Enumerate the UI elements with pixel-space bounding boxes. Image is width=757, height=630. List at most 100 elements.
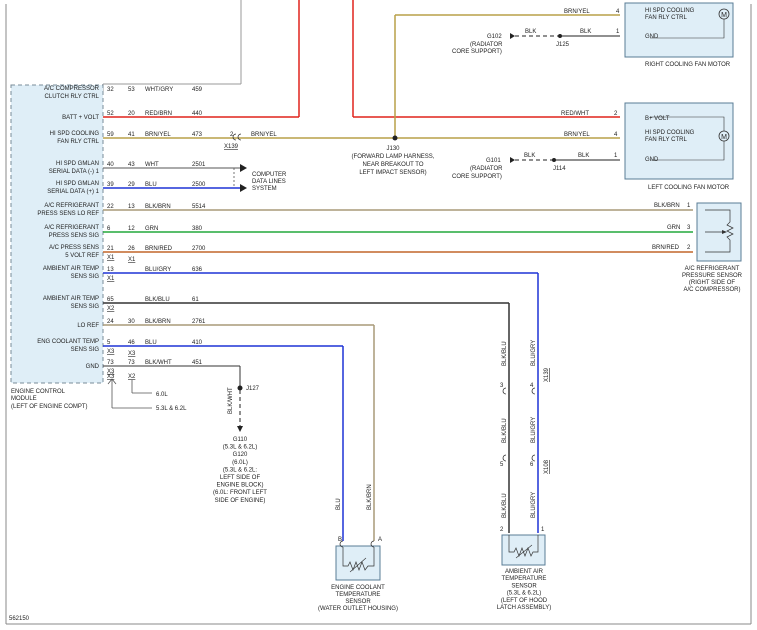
ecm-pin-a: 32	[107, 87, 114, 93]
data-lines-3: SYSTEM	[252, 186, 277, 192]
aat-wire-left-2: BLK/BLU	[502, 418, 508, 443]
data-lines-1: COMPUTER	[252, 172, 287, 178]
aat-x108-conn-icon	[502, 454, 507, 462]
ecm-pin-label: HI SPD GMLAN	[56, 161, 99, 167]
ecm-circuit: 459	[192, 87, 203, 93]
g101-wire: BLK	[524, 153, 535, 159]
x139-label: X139	[224, 144, 239, 150]
left-fan-motor-m: M	[721, 134, 727, 141]
engine-5362-label: 5.3L & 6.2L	[156, 406, 187, 412]
ground-text-line: G120	[233, 452, 248, 458]
ecm-pin-label: PRESS SENS LO REF	[37, 211, 99, 217]
ecm-pin-b: 26	[128, 246, 135, 252]
ecm-pin-a: 13	[107, 267, 114, 273]
ecm-pin-label: AMBIENT AIR TEMP	[43, 266, 99, 272]
aat-wire-right-2: BLU/GRY	[531, 417, 537, 443]
ecm-connector-b: X3	[128, 351, 136, 357]
j130-line-3: NEAR BREAKOUT TO	[362, 162, 423, 168]
ecm-pin-label: CLUTCH RLY CTRL	[45, 94, 100, 100]
g101-line-1: G101	[486, 158, 501, 164]
aat-wire-left-1: BLK/BLU	[502, 341, 508, 366]
aat-thermistor-slash	[515, 544, 533, 559]
ecm-wire-color: BLK/BRN	[145, 204, 171, 210]
ecm-wire-color: BLU	[145, 340, 157, 346]
left-fan-pin4: 4	[614, 132, 618, 138]
left-fan-label-3: FAN RLY CTRL	[645, 137, 687, 143]
ect-sensor-box	[335, 545, 381, 581]
ecm-connector: X1	[107, 276, 115, 282]
ecm-pin-label: SENS SIG	[71, 304, 100, 310]
x139-connector-icon	[232, 133, 237, 141]
ecm-pin-b: 12	[128, 226, 135, 232]
right-fan-motor-m: M	[721, 12, 727, 19]
aat-title-line: AMBIENT AIR	[505, 569, 544, 575]
g102-line-2: (RADIATOR	[470, 42, 503, 48]
ecm-connector: X3	[107, 349, 115, 355]
ecm-pin-a: 40	[107, 162, 114, 168]
ecm-pin-label: A/C PRESS SENS	[49, 245, 99, 251]
left-fan-internal-top	[650, 116, 725, 131]
ac-title-3: (RIGHT SIDE OF	[689, 280, 736, 286]
ecm-circuit: 5514	[192, 204, 206, 210]
ground-text-line: (5.3L & 6.2L:	[223, 467, 257, 473]
ecm-pin-b: 53	[128, 87, 135, 93]
aat-sensor-box	[501, 534, 546, 566]
ect-wire-b: BLU	[336, 498, 342, 510]
left-fan-label-2: HI SPD COOLING	[645, 130, 695, 136]
ecm-pin-label: A/C REFRIGERANT	[44, 225, 99, 231]
ecm-circuit: 451	[192, 360, 203, 366]
ecm-box	[10, 84, 104, 384]
ecm-circuit: 2700	[192, 246, 206, 252]
ecm-connector: X1	[107, 255, 115, 261]
ecm-wire-color: BLU	[145, 182, 157, 188]
ecm-pin-b: 20	[128, 111, 135, 117]
ect-thermistor-slash	[349, 557, 367, 573]
ecm-connector: X2	[107, 306, 115, 312]
ac-pin-3: 3	[687, 225, 691, 231]
j130-line-1: J130	[386, 146, 400, 152]
aat-x139-pin-4: 4	[530, 383, 534, 389]
ecm-wire-color: GRN	[145, 226, 158, 232]
right-fan-wire-gnd: BLK	[580, 29, 591, 35]
aat-pin-2: 2	[500, 527, 504, 533]
ecm-circuit: 2500	[192, 182, 206, 188]
ecm-circuit: 2761	[192, 319, 206, 325]
g101-line-3: CORE SUPPORT)	[452, 174, 502, 180]
ecm-connector-b: X1	[128, 257, 136, 263]
g102-ground-icon	[510, 33, 515, 39]
ecm-circuit: 636	[192, 267, 203, 273]
ecm-pin-label: LO REF	[77, 323, 99, 329]
left-fan-pin2: 2	[614, 111, 618, 117]
right-fan-label-3: GND	[645, 34, 659, 40]
ac-pin-2: 2	[687, 245, 691, 251]
right-fan-pin4: 4	[616, 9, 620, 15]
left-fan-label-1: B+ VOLT	[645, 116, 670, 122]
j130-splice-dot	[392, 135, 398, 141]
aat-x108-pin-5: 5	[500, 462, 504, 468]
left-fan-wire-gnd: BLK	[578, 153, 589, 159]
j130-line-2: (FORWARD LAMP HARNESS,	[352, 154, 435, 160]
aat-title-line: (LEFT OF HOOD	[501, 598, 548, 604]
gmlan-neg-arrow-icon	[240, 164, 247, 172]
ac-wire-2: BRN/RED	[652, 245, 680, 251]
ecm-circuit: 61	[192, 297, 199, 303]
ecm-pin-a: 24	[107, 319, 114, 325]
ecm-pin-label: 5 VOLT REF	[65, 253, 99, 259]
ecm-x2-b: X2	[128, 374, 136, 380]
ecm-pin-label: HI SPD GMLAN	[56, 181, 99, 187]
aat-title-line: (5.3L & 6.2L)	[507, 591, 541, 597]
left-fan-title: LEFT COOLING FAN MOTOR	[648, 185, 730, 191]
ground-text-line: ENGINE BLOCK)	[216, 483, 263, 489]
ground-wire-label: BLK/WHT	[228, 387, 234, 414]
ecm-pin-b: 41	[128, 132, 135, 138]
ecm-wire-color: BRN/RED	[145, 246, 173, 252]
ecm-pin-label: AMBIENT AIR TEMP	[43, 296, 99, 302]
j127-dot	[237, 385, 243, 391]
ect-conn-b-icon	[339, 540, 344, 548]
ecm-title-1: ENGINE CONTROL	[11, 389, 66, 395]
ecm-pin-label: SERIAL DATA (-) 1	[49, 169, 100, 175]
ecm-pin-a: 5	[107, 340, 111, 346]
